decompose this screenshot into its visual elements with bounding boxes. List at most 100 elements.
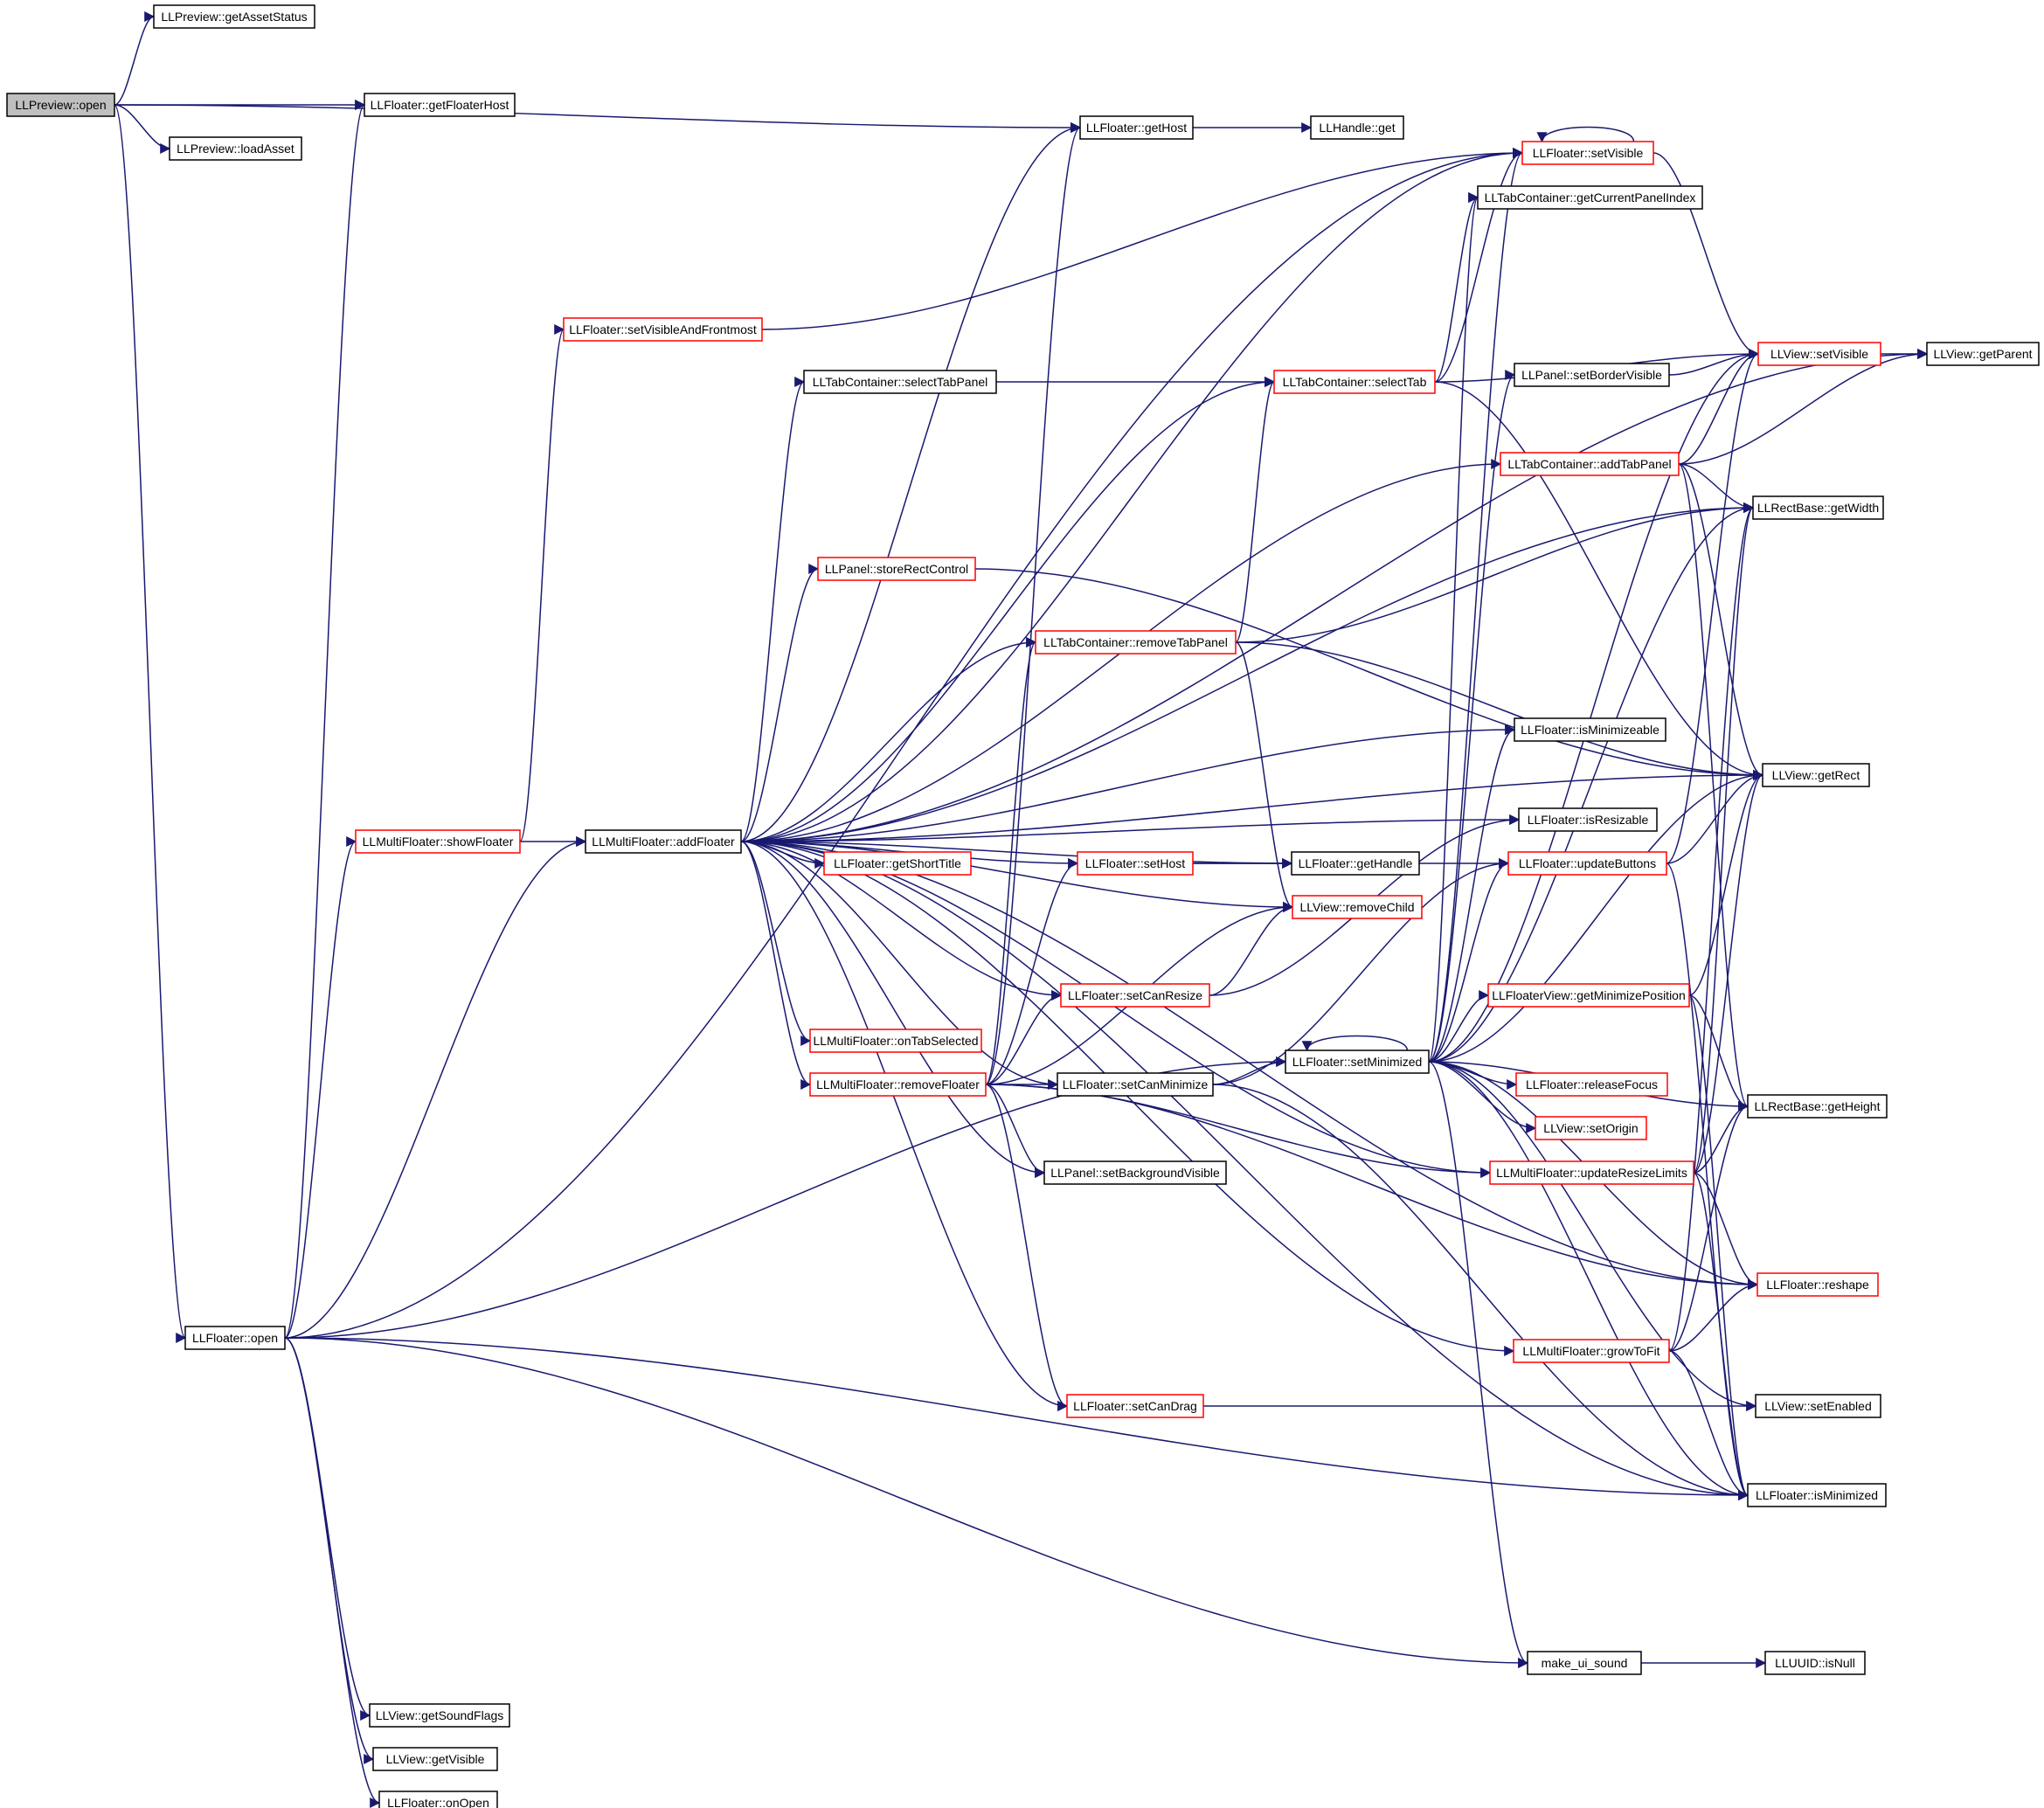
node-box-setHost[interactable] [1077,851,1194,876]
node-releaseFocus[interactable]: LLFloater::releaseFocus [1515,1072,1668,1097]
node-setBackgroundVisible[interactable]: LLPanel::setBackgroundVisible [1043,1160,1227,1185]
node-box-setCanMinimize[interactable] [1057,1072,1214,1097]
node-box-getRect[interactable] [1762,763,1870,787]
node-growToFit[interactable]: LLMultiFloater::growToFit [1513,1339,1670,1363]
node-box-isMinimized[interactable] [1747,1483,1887,1507]
node-uuid_isNull[interactable]: LLUUID::isNull [1764,1651,1866,1675]
node-box-removeFloater[interactable] [809,1072,987,1097]
node-setVisibleAndFrontmost[interactable]: LLFloater::setVisibleAndFrontmost [563,317,763,342]
node-setOrigin[interactable]: LLView::setOrigin [1535,1116,1647,1140]
node-getShortTitle[interactable]: LLFloater::getShortTitle [823,851,972,876]
node-setCanMinimize[interactable]: LLFloater::setCanMinimize [1057,1072,1214,1097]
node-make_ui_sound[interactable]: make_ui_sound [1527,1651,1642,1675]
node-box-make_ui_sound[interactable] [1527,1651,1642,1675]
node-box-isResizable[interactable] [1518,807,1658,832]
node-box-setMinimized[interactable] [1285,1049,1430,1074]
node-preview_open[interactable]: LLPreview::open [6,93,115,117]
node-box-addFloater[interactable] [585,829,742,854]
node-box-setOrigin[interactable] [1535,1116,1647,1140]
node-storeRectControl[interactable]: LLPanel::storeRectControl [817,557,976,581]
node-box-getParent[interactable] [1926,342,2040,366]
node-box-getShortTitle[interactable] [823,851,972,876]
node-getHost[interactable]: LLFloater::getHost [1079,115,1194,140]
node-updateButtons[interactable]: LLFloater::updateButtons [1507,851,1667,876]
node-setBorderVisible[interactable]: LLPanel::setBorderVisible [1514,363,1670,387]
node-removeChild[interactable]: LLView::removeChild [1292,895,1423,919]
node-box-getCurrentPanelIndex[interactable] [1477,185,1703,210]
node-box-updateButtons[interactable] [1507,851,1667,876]
node-box-setBackgroundVisible[interactable] [1043,1160,1227,1185]
node-getCurrentPanelIndex[interactable]: LLTabContainer::getCurrentPanelIndex [1477,185,1703,210]
node-box-onTabSelected[interactable] [809,1029,982,1053]
node-getParent[interactable]: LLView::getParent [1926,342,2040,366]
node-box-showFloater[interactable] [355,829,521,854]
node-box-reshape[interactable] [1756,1272,1879,1297]
node-box-storeRectControl[interactable] [817,557,976,581]
node-box-setBorderVisible[interactable] [1514,363,1670,387]
node-box-isMinimizeable[interactable] [1514,717,1666,742]
node-updateResizeLimits[interactable]: LLMultiFloater::updateResizeLimits [1489,1160,1694,1185]
node-onTabSelected[interactable]: LLMultiFloater::onTabSelected [809,1029,982,1053]
node-box-addTabPanel[interactable] [1500,452,1680,476]
node-box-getVisible[interactable] [372,1747,498,1771]
node-loadAsset[interactable]: LLPreview::loadAsset [169,136,302,161]
node-box-uuid_isNull[interactable] [1764,1651,1866,1675]
node-onOpen[interactable]: LLFloater::onOpen [378,1791,498,1808]
node-box-getHost[interactable] [1079,115,1194,140]
node-box-getAssetStatus[interactable] [153,4,315,29]
node-box-floater_setVisible[interactable] [1521,141,1654,165]
node-isResizable[interactable]: LLFloater::isResizable [1518,807,1658,832]
node-isMinimizeable[interactable]: LLFloater::isMinimizeable [1514,717,1666,742]
node-floater_setVisible[interactable]: LLFloater::setVisible [1521,141,1654,165]
node-box-removeChild[interactable] [1292,895,1423,919]
node-box-getWidth[interactable] [1752,495,1884,520]
node-floater_open[interactable]: LLFloater::open [184,1326,286,1350]
node-selectTab[interactable]: LLTabContainer::selectTab [1273,370,1436,394]
node-removeTabPanel[interactable]: LLTabContainer::removeTabPanel [1035,630,1237,655]
node-box-handle_get[interactable] [1310,115,1404,140]
node-box-floater_open[interactable] [184,1326,286,1350]
node-box-growToFit[interactable] [1513,1339,1670,1363]
node-box-selectTabPanel[interactable] [803,370,997,394]
node-box-removeTabPanel[interactable] [1035,630,1237,655]
node-isMinimized[interactable]: LLFloater::isMinimized [1747,1483,1887,1507]
node-showFloater[interactable]: LLMultiFloater::showFloater [355,829,521,854]
node-box-setVisibleAndFrontmost[interactable] [563,317,763,342]
node-setMinimized[interactable]: LLFloater::setMinimized [1285,1049,1430,1074]
node-setEnabled[interactable]: LLView::setEnabled [1755,1394,1881,1418]
node-addTabPanel[interactable]: LLTabContainer::addTabPanel [1500,452,1680,476]
node-getSoundFlags[interactable]: LLView::getSoundFlags [369,1703,510,1728]
node-getFloaterHost[interactable]: LLFloater::getFloaterHost [364,93,516,117]
node-box-loadAsset[interactable] [169,136,302,161]
node-getAssetStatus[interactable]: LLPreview::getAssetStatus [153,4,315,29]
node-box-releaseFocus[interactable] [1515,1072,1668,1097]
node-view_setVisible[interactable]: LLView::setVisible [1757,342,1881,366]
node-setHost[interactable]: LLFloater::setHost [1077,851,1194,876]
node-handle_get[interactable]: LLHandle::get [1310,115,1404,140]
node-box-getHandle[interactable] [1291,851,1420,876]
node-setCanDrag[interactable]: LLFloater::setCanDrag [1066,1394,1204,1418]
node-box-getSoundFlags[interactable] [369,1703,510,1728]
node-box-getMinimizePosition[interactable] [1487,983,1690,1008]
node-box-setCanDrag[interactable] [1066,1394,1204,1418]
node-addFloater[interactable]: LLMultiFloater::addFloater [585,829,742,854]
node-selectTabPanel[interactable]: LLTabContainer::selectTabPanel [803,370,997,394]
node-getVisible[interactable]: LLView::getVisible [372,1747,498,1771]
node-box-view_setVisible[interactable] [1757,342,1881,366]
node-box-selectTab[interactable] [1273,370,1436,394]
node-box-onOpen[interactable] [378,1791,498,1808]
node-box-updateResizeLimits[interactable] [1489,1160,1694,1185]
node-box-preview_open[interactable] [6,93,115,117]
node-setCanResize[interactable]: LLFloater::setCanResize [1060,983,1210,1008]
node-reshape[interactable]: LLFloater::reshape [1756,1272,1879,1297]
node-box-getHeight[interactable] [1747,1094,1888,1119]
node-box-getFloaterHost[interactable] [364,93,516,117]
node-getHandle[interactable]: LLFloater::getHandle [1291,851,1420,876]
node-removeFloater[interactable]: LLMultiFloater::removeFloater [809,1072,987,1097]
node-getRect[interactable]: LLView::getRect [1762,763,1870,787]
node-getHeight[interactable]: LLRectBase::getHeight [1747,1094,1888,1119]
node-box-setEnabled[interactable] [1755,1394,1881,1418]
node-getWidth[interactable]: LLRectBase::getWidth [1752,495,1884,520]
node-box-setCanResize[interactable] [1060,983,1210,1008]
node-getMinimizePosition[interactable]: LLFloaterView::getMinimizePosition [1487,983,1690,1008]
